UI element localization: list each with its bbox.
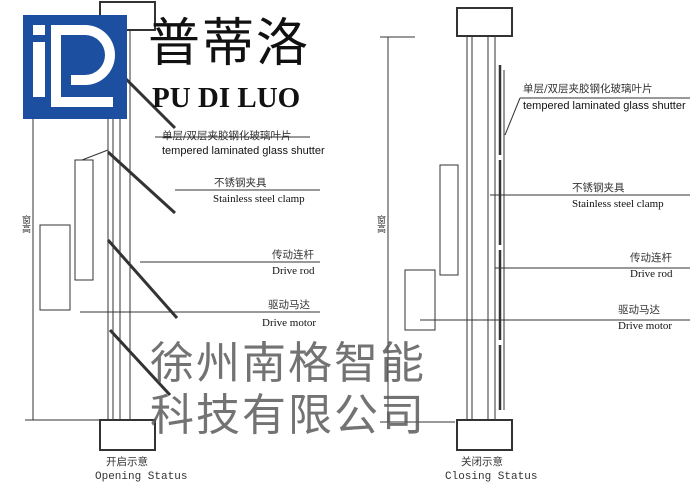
label-clamp-cn-right: 不锈钢夹具 [572,182,625,194]
dimension-label-right: 窗高 [375,215,385,233]
top-frame-box [456,7,513,37]
label-glass-en-right: tempered laminated glass shutter [523,100,686,112]
label-glass-cn-right: 单层/双层夹胶钢化玻璃叶片 [523,83,653,95]
dimension-label-left: 窗高 [20,215,30,233]
bottom-frame-box [456,419,513,451]
motor [39,224,71,311]
label-rod-en: Drive rod [272,265,315,277]
actuator [74,159,94,281]
label-motor-cn-right: 驱动马达 [618,304,660,316]
bottom-frame-box [99,419,156,451]
opening-title-cn: 开启示意 [106,456,148,468]
label-clamp-en: Stainless steel clamp [213,193,305,205]
label-motor-en: Drive motor [262,317,317,329]
label-glass-cn: 单层/双层夹胶钢化玻璃叶片 [162,130,292,142]
label-clamp-en-right: Stainless steel clamp [572,198,664,210]
logo-icon [33,25,115,107]
label-motor-cn: 驱动马达 [268,299,310,311]
label-rod-en-right: Drive rod [630,268,673,280]
opening-title-en: Opening Status [95,471,188,483]
label-glass-en: tempered laminated glass shutter [162,145,325,157]
label-rod-cn: 传动连杆 [272,249,314,261]
brand-name-en: PU DI LUO [152,82,301,114]
opening-assembly [25,1,320,451]
closing-title-en: Closing Status [445,471,538,483]
closing-assembly [380,7,690,451]
open-shutters [106,76,179,397]
label-rod-cn-right: 传动连杆 [630,252,672,264]
watermark: 徐州南格智能科技有限公司 [150,338,426,441]
label-motor-en-right: Drive motor [618,320,673,332]
motor [404,269,436,331]
closing-title-cn: 关闭示意 [461,456,503,468]
brand-name-cn: 普蒂洛 [148,14,311,74]
logo [23,15,127,119]
actuator [439,164,459,276]
label-clamp-cn: 不锈钢夹具 [214,177,267,189]
